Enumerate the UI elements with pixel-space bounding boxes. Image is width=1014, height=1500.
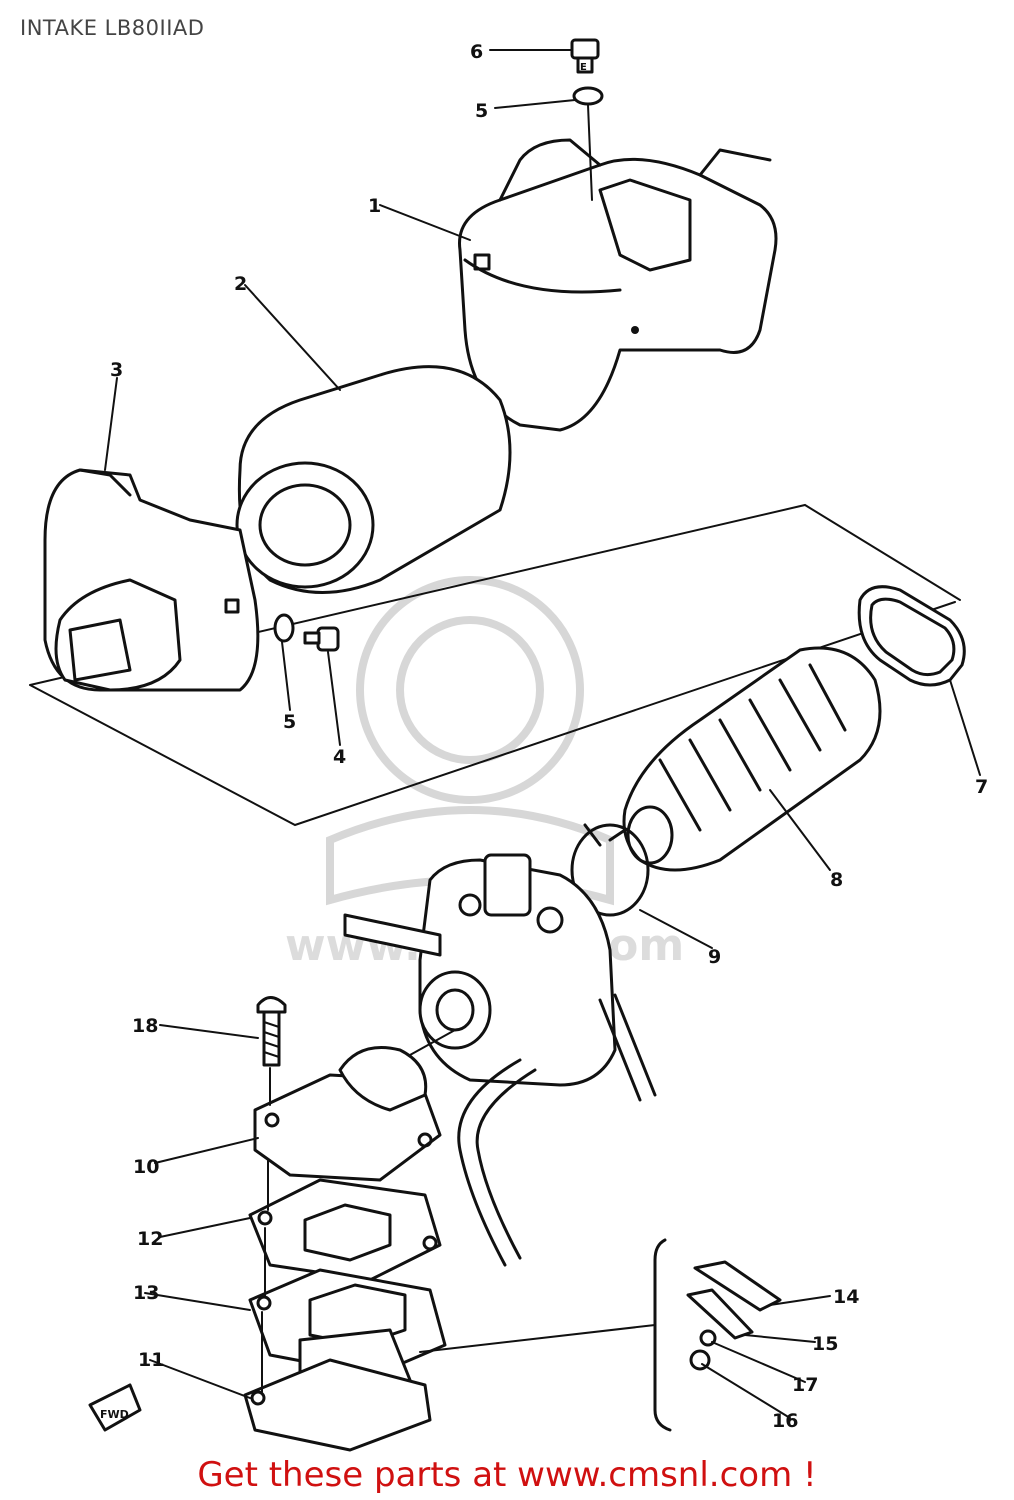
part-5-washer-lower xyxy=(273,613,295,643)
part-18-screw xyxy=(256,996,287,1067)
leader-lines xyxy=(104,49,981,1419)
callout-10: 10 xyxy=(133,1156,159,1178)
part-12-gasket xyxy=(248,1178,442,1282)
diagram-title: INTAKE LB80IIAD xyxy=(20,16,205,40)
part-9-hose-clamp xyxy=(570,823,650,917)
part-6-bolt: E xyxy=(570,38,600,74)
carburetor xyxy=(343,853,657,1102)
callout-5-top: 5 xyxy=(475,100,488,122)
callout-1: 1 xyxy=(368,195,381,217)
callout-13: 13 xyxy=(133,1282,159,1304)
part-2-air-filter-element xyxy=(235,365,512,594)
callout-3: 3 xyxy=(110,359,123,381)
footer-link-text[interactable]: Get these parts at www.cmsnl.com ! xyxy=(197,1455,817,1495)
vent-hose xyxy=(457,1058,537,1267)
part-14-reed xyxy=(693,1260,782,1312)
callout-11: 11 xyxy=(138,1349,164,1371)
callout-18: 18 xyxy=(132,1015,158,1037)
part-4-screw xyxy=(303,626,340,652)
svg-text:FWD: FWD xyxy=(100,1408,129,1421)
part-15-reed-stopper xyxy=(686,1288,754,1340)
callout-4: 4 xyxy=(333,746,346,768)
callout-5-lower: 5 xyxy=(283,711,296,733)
forward-arrow: FWD xyxy=(88,1383,142,1432)
callout-12: 12 xyxy=(137,1228,163,1250)
callout-9: 9 xyxy=(708,946,721,968)
part-5-washer-top xyxy=(572,86,604,106)
part-1-air-cleaner-case xyxy=(458,138,778,432)
part-10-intake-manifold xyxy=(253,1046,442,1182)
part-3-air-cleaner-cap xyxy=(43,468,260,692)
callout-7: 7 xyxy=(975,776,988,798)
callout-2: 2 xyxy=(234,273,247,295)
callout-6: 6 xyxy=(470,41,483,63)
callout-14: 14 xyxy=(833,1286,859,1308)
part-11-reed-valve-base xyxy=(243,1328,432,1452)
callout-15: 15 xyxy=(812,1333,838,1355)
callout-8: 8 xyxy=(830,869,843,891)
detail-bracket xyxy=(653,1238,672,1432)
part-8-intake-joint xyxy=(622,646,882,872)
callout-17: 17 xyxy=(792,1374,818,1396)
svg-text:E: E xyxy=(580,62,587,73)
callout-16: 16 xyxy=(772,1410,798,1432)
